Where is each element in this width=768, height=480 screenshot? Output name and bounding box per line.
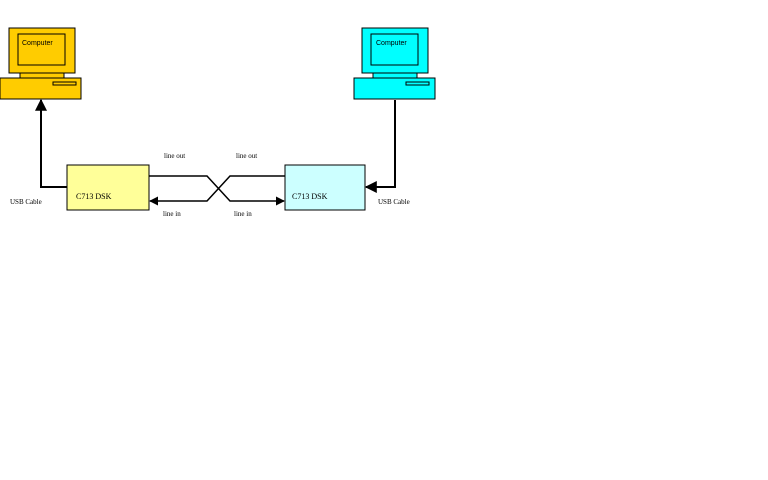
left-line-out-label: line out [164,152,185,160]
right-computer-drive-slot [405,81,430,86]
left-computer-screen [17,33,66,66]
left-dsk-label: C713 DSK [76,192,112,201]
left-computer-stand [19,72,65,79]
right-dsk-board [284,164,366,211]
right-dsk-label: C713 DSK [292,192,328,201]
right-computer-screen [370,33,419,66]
right-line-in-label: line in [234,210,252,218]
right-usb-cable [364,100,396,193]
left-line-out-cable [149,175,285,206]
right-usb-label: USB Cable [378,198,410,206]
left-line-in-label: line in [163,210,181,218]
left-computer-base [0,77,82,100]
right-line-out-cable [149,175,285,206]
left-dsk-board [66,164,150,211]
left-usb-cable [35,98,67,188]
left-computer-icon: Computer [0,27,82,100]
right-computer-stand [372,72,418,79]
left-usb-label: USB Cable [10,198,42,206]
right-computer-label: Computer [376,40,407,47]
right-computer-icon: Computer [353,27,436,100]
right-computer-base [353,77,436,100]
right-line-out-label: line out [236,152,257,160]
left-computer-label: Computer [22,40,53,47]
left-computer-drive-slot [52,81,77,86]
